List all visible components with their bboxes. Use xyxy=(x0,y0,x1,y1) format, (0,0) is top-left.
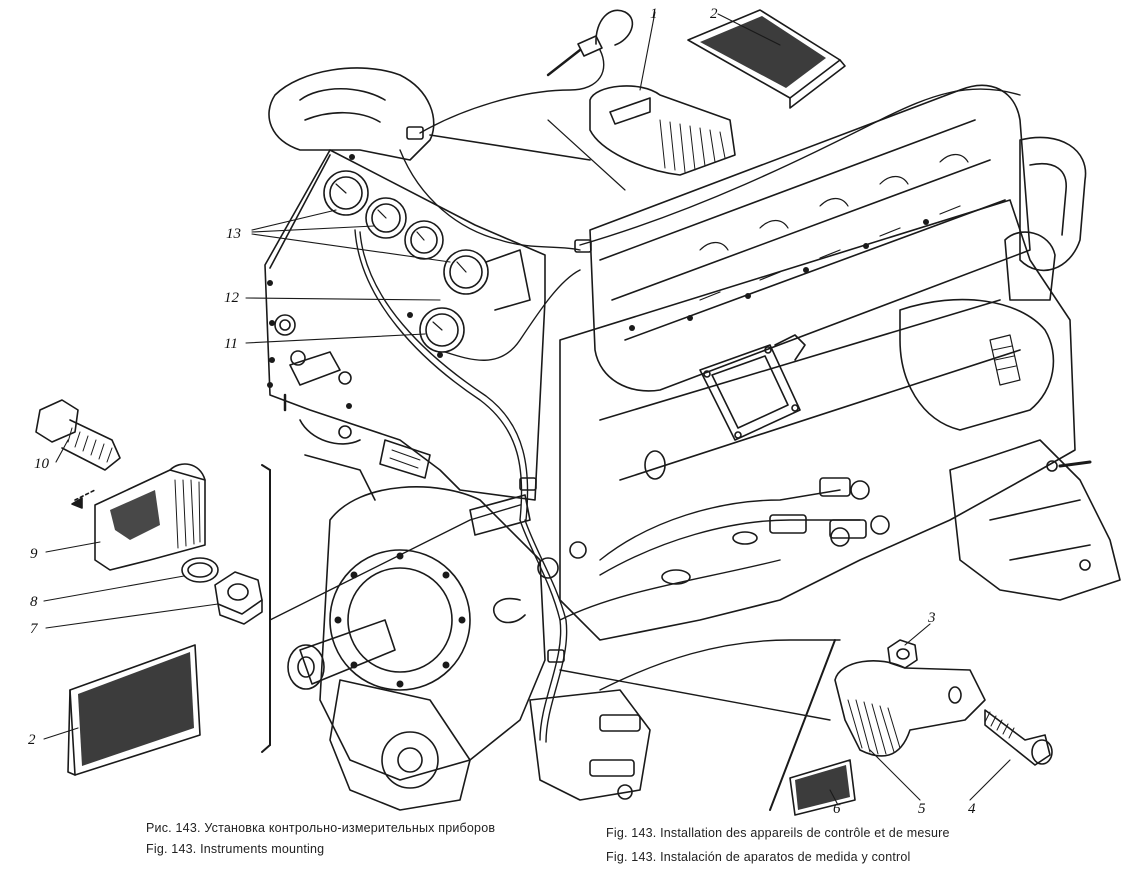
pad-hatching xyxy=(700,16,826,88)
callout-11: 11 xyxy=(224,336,238,352)
callout-2-top: 2 xyxy=(710,6,718,22)
part-5-clamp xyxy=(834,660,986,757)
callout-1: 1 xyxy=(650,6,658,22)
panel-screws xyxy=(267,154,443,409)
callout-4: 4 xyxy=(968,801,976,817)
part-7-nut xyxy=(214,571,263,625)
fuel-pump xyxy=(529,689,651,801)
flywheel-housing xyxy=(899,298,1055,431)
part-10-bolt xyxy=(35,399,121,471)
head-cover-ribs xyxy=(699,153,969,301)
callout-6: 6 xyxy=(833,801,841,817)
oil-pump-housing xyxy=(329,679,471,811)
harness-clamp-1 xyxy=(406,126,424,140)
crankshaft-end xyxy=(299,619,396,685)
part-4-screw xyxy=(984,709,1053,766)
head-cover-bolts xyxy=(629,219,929,331)
part-1-clip xyxy=(589,85,736,176)
gauge-1 xyxy=(323,170,369,216)
pipe-fittings xyxy=(769,477,890,547)
timing-gear-housing xyxy=(319,486,546,781)
wiring-harness xyxy=(354,149,581,743)
engine-assembly xyxy=(268,67,1121,811)
engine-mount-bracket xyxy=(949,439,1121,601)
part-2-pad-left xyxy=(67,644,201,776)
callout-8: 8 xyxy=(30,594,38,610)
callout-13: 13 xyxy=(226,226,241,242)
gauge-lower xyxy=(419,307,465,353)
harness-clamp-4 xyxy=(574,239,592,253)
exploded-parts xyxy=(35,9,1053,816)
panel-connector xyxy=(274,314,296,336)
panel-nameplate xyxy=(379,439,431,479)
harness-clamp-3 xyxy=(547,649,565,663)
leader-lines xyxy=(43,11,1011,806)
callout-10: 10 xyxy=(34,456,50,472)
gauge-2 xyxy=(365,197,407,239)
part-8-washer xyxy=(181,557,219,583)
inspection-cover xyxy=(699,344,801,441)
callouts: 1 2 13 12 11 10 9 8 7 2 3 6 5 4 xyxy=(28,6,976,817)
callout-2-left: 2 xyxy=(28,732,36,748)
callout-9: 9 xyxy=(30,546,38,562)
part-2-pad-top xyxy=(687,9,846,109)
callout-5: 5 xyxy=(918,801,926,817)
part-9-clip xyxy=(71,463,206,571)
callout-7: 7 xyxy=(30,621,39,637)
exhaust-pipe xyxy=(1019,136,1087,272)
fuel-lines xyxy=(559,489,861,691)
temperature-sensor xyxy=(546,35,603,77)
engine-block xyxy=(559,199,1076,641)
callout-12: 12 xyxy=(224,290,240,306)
caption-english: Fig. 143. Instruments mounting xyxy=(146,842,325,856)
capillary-tube xyxy=(419,9,1021,246)
caption-french: Fig. 143. Installation des appareils de … xyxy=(606,826,950,840)
exhaust-elbow xyxy=(1004,231,1056,301)
cylinder-head-cover xyxy=(589,84,1031,392)
gauge-tachometer xyxy=(443,249,531,311)
gauge-3 xyxy=(404,220,444,260)
panel-plate xyxy=(264,149,546,501)
callout-3: 3 xyxy=(927,610,936,626)
harness-clamp-2 xyxy=(519,477,537,491)
instrument-panel xyxy=(264,126,592,743)
caption-spanish: Fig. 143. Instalación de aparatos de med… xyxy=(606,850,911,864)
crank-flange xyxy=(329,549,471,691)
part-6-pad xyxy=(789,759,856,816)
caption-russian: Рис. 143. Установка контрольно-измерител… xyxy=(146,821,496,835)
intake-housing xyxy=(268,67,435,161)
panel-switch xyxy=(289,351,341,386)
